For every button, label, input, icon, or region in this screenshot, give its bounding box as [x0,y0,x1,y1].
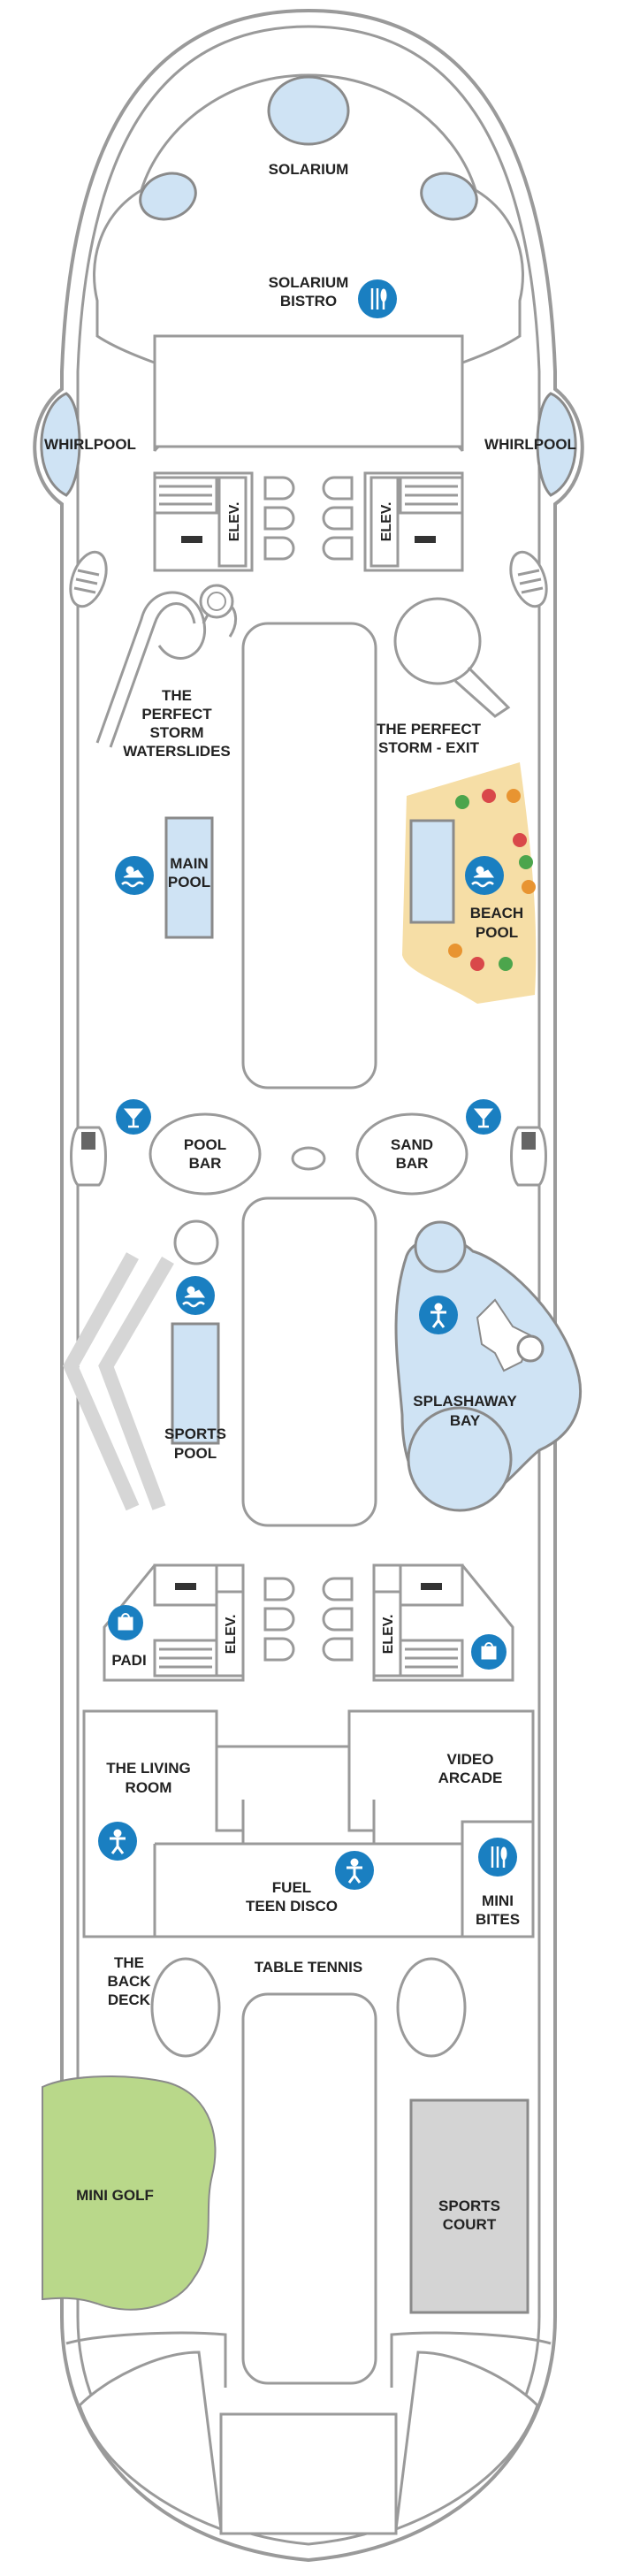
sports-court-label-1: SPORTS [438,2198,500,2214]
living-room-label-2: ROOM [126,1779,172,1796]
center-connector [241,1800,376,1846]
solarium-pool-left [139,172,197,221]
shop-icon [108,1605,143,1640]
beach-pool-label-1: BEACH [470,905,523,921]
mini-golf-label: MINI GOLF [76,2187,154,2204]
pool-bar-label-2: BAR [189,1155,222,1172]
pool-bar-label-1: POOL [184,1136,226,1153]
pool-icon [115,856,154,895]
elev-top-right-label: ELEV. [379,502,394,542]
whirlpool-left-label: WHIRLPOOL [44,436,136,453]
cocktail-icon [466,1099,501,1135]
fuel-label-1: FUEL [272,1879,311,1896]
solarium-bistro-label: SOLARIUM [269,274,349,291]
beach-pool [409,819,455,924]
solarium-pool-top [267,75,350,146]
sports-court-label-2: COURT [443,2216,497,2233]
storm-exit-feature [393,597,511,718]
kids-icon [419,1296,458,1334]
main-pool-label-2: POOL [168,874,210,891]
stern-deck [65,2331,552,2388]
elevator-bank-top [153,471,464,572]
solarium-pool-right [420,172,478,221]
sports-court [409,2098,529,2314]
table-tennis-left [150,1957,221,2058]
atrium-upper [241,622,377,1089]
dining-icon [358,279,397,318]
sports-pool-label-2: POOL [174,1445,217,1462]
stern-center-room [219,2412,398,2535]
lifeboat-mid-left [70,1126,107,1187]
back-deck-label-1: THE [114,1954,144,1971]
sports-slide [63,1252,174,1511]
mini-golf-course [42,2075,217,2311]
waterslides-label-1: THE [162,687,192,704]
solarium-bistro-room [153,334,464,448]
ship-hull-inner [76,25,541,2546]
round-deck-feature [173,1219,219,1265]
video-arcade-label-2: ARCADE [438,1770,503,1786]
back-deck-label-3: DECK [108,1991,151,2008]
mini-bites-label-1: MINI [482,1892,514,1909]
sand-bar [355,1112,468,1196]
pool-bar [149,1112,262,1196]
sand-bar-label-2: BAR [396,1155,429,1172]
solarium-label: SOLARIUM [269,161,349,178]
storm-exit-label-2: STORM - EXIT [378,739,480,756]
whirlpool-right-pool [536,392,577,497]
pool-icon [176,1276,215,1315]
lifeboat-top-right [509,550,548,608]
beach-umbrellas [448,789,536,971]
table-tennis-right [396,1957,467,2058]
waterslides-label-2: PERFECT [141,706,212,722]
pool-deck-feature [291,1146,326,1171]
elev-top-left-label: ELEV. [227,502,242,542]
padi-label: PADI [111,1652,146,1669]
fuel-label-2: TEEN DISCO [246,1898,338,1915]
kids-icon [98,1822,137,1861]
main-pool-label-1: MAIN [170,855,208,872]
splashaway-play-structure [476,1298,532,1372]
waterslides-label-3: STORM [149,724,203,741]
mini-bites-label-2: BITES [476,1911,520,1928]
solarium-bistro-label-2: BISTRO [280,293,337,310]
elev-mid-right-label: ELEV. [381,1615,396,1655]
splashaway-label-1: SPLASHAWAY [413,1393,517,1410]
elev-mid-left-label: ELEV. [224,1615,239,1655]
aft-atrium [241,1992,377,2385]
dining-icon [478,1838,517,1877]
video-arcade-label-1: VIDEO [447,1751,494,1768]
splashaway-upper-pool [414,1220,467,1273]
storm-exit-label-1: THE PERFECT [377,721,482,738]
table-tennis-label: TABLE TENNIS [255,1959,362,1976]
waterslides [95,584,238,748]
waterslides-label-4: WATERSLIDES [123,743,231,760]
cocktail-icon [116,1099,151,1135]
whirlpool-right-label: WHIRLPOOL [484,436,576,453]
sand-bar-label-1: SAND [391,1136,433,1153]
lifeboat-top-left [69,550,108,608]
sports-pool-label-1: SPORTS [164,1426,226,1442]
living-room-label-1: THE LIVING [106,1760,190,1777]
atrium-lower [241,1196,377,1527]
back-deck-label-2: BACK [107,1973,151,1990]
splashaway-lower-pool [407,1406,513,1512]
sports-pool [171,1322,220,1445]
splashaway-ring [516,1334,545,1363]
beach-pool-label-2: POOL [476,924,518,941]
lifeboat-mid-right [510,1126,547,1187]
whirlpool-left-pool [40,392,81,497]
main-pool [164,816,214,939]
shop-icon [471,1634,507,1670]
kids-icon [335,1851,374,1890]
splashaway-label-2: BAY [450,1412,481,1429]
pool-icon [465,856,504,895]
